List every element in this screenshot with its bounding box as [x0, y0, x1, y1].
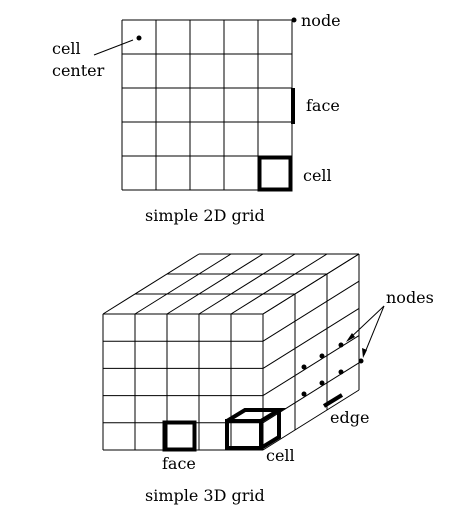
grid-3d-side-depth	[262, 307, 360, 369]
label-cell-3d: cell	[266, 446, 295, 465]
grid-3d-side-depth	[262, 280, 360, 342]
node-points-3d	[301, 342, 364, 397]
grid-2d: node cell center face cell simple 2D gri…	[52, 11, 341, 225]
grid-3d: nodes edge face cell simple 3D grid	[102, 253, 434, 505]
nodes-arrows	[346, 305, 385, 358]
label-edge: edge	[330, 408, 369, 427]
label-cell-center-line2: center	[52, 61, 105, 80]
grid-3d-top-depth	[166, 253, 264, 315]
cell-center-point	[136, 35, 142, 41]
grid-3d-top-depth	[134, 253, 232, 315]
label-nodes: nodes	[386, 288, 434, 307]
node-point	[291, 17, 297, 23]
grid-2d-lines	[121, 19, 293, 191]
label-node: node	[301, 11, 341, 30]
cell-center-leader	[93, 39, 134, 56]
grid-3d-side-depth	[262, 253, 360, 315]
cell-highlight-2d	[257, 155, 293, 192]
label-cell-2d: cell	[303, 166, 332, 185]
grid-3d-top-depth	[102, 253, 200, 315]
label-face-3d: face	[162, 454, 196, 473]
grid-3d-side-depth	[262, 389, 360, 451]
grid-3d-side-depth	[262, 335, 360, 397]
caption-3d: simple 3D grid	[145, 486, 265, 505]
grid-3d-top-depth	[198, 253, 296, 315]
label-face-2d: face	[306, 96, 340, 115]
face-highlight-3d	[162, 420, 197, 452]
grid-3d-top-depth	[230, 253, 328, 315]
cell-highlight-3d	[225, 408, 287, 450]
caption-2d: simple 2D grid	[145, 206, 265, 225]
edge-highlight-3d	[322, 393, 344, 408]
label-cell-center-line1: cell	[52, 39, 81, 58]
